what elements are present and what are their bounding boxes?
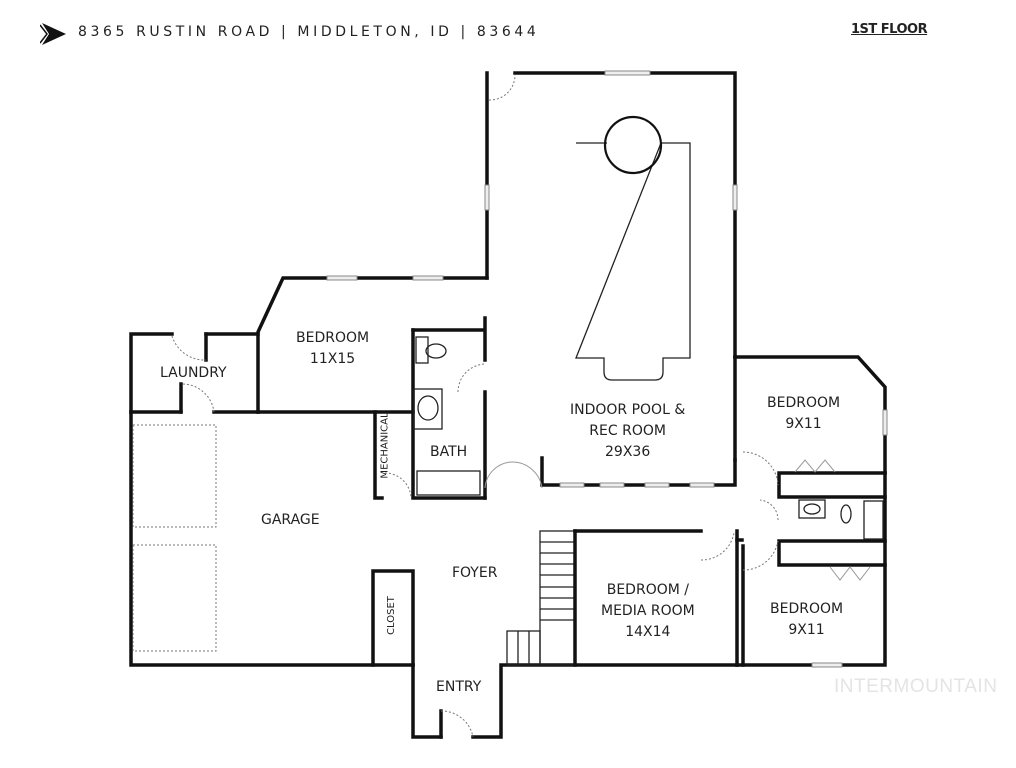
chevron-arrow-icon [40,23,66,45]
bath-walls [373,316,543,500]
room-label-bedroom-9x11-lower: BEDROOM 9X11 [770,601,844,638]
room-label-mechanical: MECHANICAL [379,412,391,479]
room-label-media-room: BEDROOM / MEDIA ROOM 14X14 [601,582,695,640]
floor-label: 1ST FLOOR [851,22,928,37]
room-label-bedroom-9x11-upper: BEDROOM 9X11 [767,395,841,432]
room-label-laundry: LAUNDRY [160,365,227,381]
laundry-walls [129,332,260,414]
bedroom-11x15-walls [256,275,489,414]
pool-room-walls [484,70,887,488]
garage-walls [129,410,415,667]
room-label-foyer: FOYER [452,565,498,581]
pool-shape [575,115,691,381]
room-label-entry: ENTRY [436,679,482,695]
room-label-bath: BATH [430,444,468,460]
room-label-bedroom-11x15: BEDROOM 11X15 [296,330,370,367]
watermark: INTERMOUNTAIN [834,676,998,697]
room-label-closet: CLOSET [385,596,397,635]
entry-walls [411,663,739,739]
stairs [506,530,576,666]
property-address: 8365 RUSTIN ROAD | MIDDLETON, ID | 83644 [78,24,540,40]
right-bedrooms-walls [735,409,888,668]
room-label-pool: INDOOR POOL & REC ROOM 29X36 [570,402,686,460]
media-room-walls [573,529,744,667]
room-label-garage: GARAGE [261,512,320,528]
